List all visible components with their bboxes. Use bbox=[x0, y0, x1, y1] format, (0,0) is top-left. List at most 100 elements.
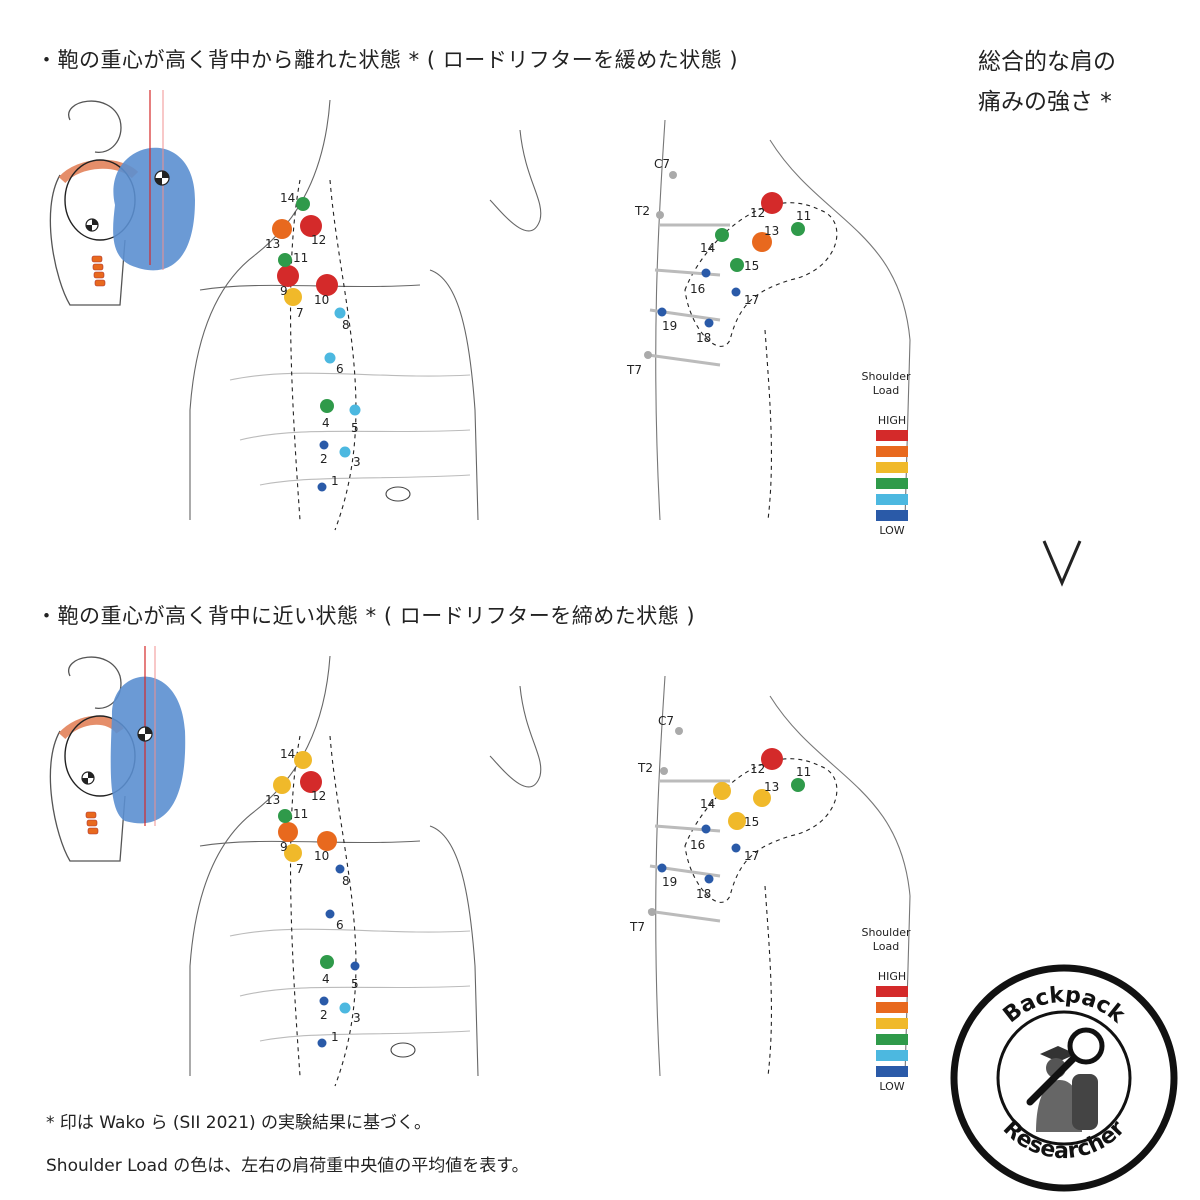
back-torso-illustration bbox=[647, 675, 911, 1077]
front-point-label-13: 13 bbox=[265, 793, 280, 807]
front-point-10 bbox=[316, 274, 338, 296]
back-point-label-11: 11 bbox=[796, 765, 811, 779]
back-point-label-19: 19 bbox=[662, 319, 677, 333]
front-point-4 bbox=[320, 955, 334, 969]
legend-title-2: Load bbox=[873, 940, 899, 953]
back-point-11 bbox=[791, 778, 805, 792]
back-point-19 bbox=[657, 307, 667, 317]
legend-swatch-3 bbox=[876, 462, 908, 473]
front-point-1 bbox=[317, 482, 327, 492]
back-point-label-11: 11 bbox=[796, 209, 811, 223]
front-point-6 bbox=[325, 909, 335, 919]
legend-swatch-6 bbox=[876, 1066, 908, 1077]
front-point-label-8: 8 bbox=[342, 874, 350, 888]
overall-pain-label: 総合的な肩の 痛みの強さ * bbox=[978, 42, 1116, 122]
front-point-8 bbox=[334, 307, 346, 319]
back-point-12 bbox=[761, 748, 783, 770]
front-point-3 bbox=[339, 1002, 351, 1014]
back-point-label-15: 15 bbox=[744, 815, 759, 829]
front-point-label-7: 7 bbox=[296, 306, 304, 320]
legend-swatch-5 bbox=[876, 494, 908, 505]
back-point-16 bbox=[701, 824, 711, 834]
back-point-label-15: 15 bbox=[744, 259, 759, 273]
back-point-label-16: 16 bbox=[690, 838, 705, 852]
front-point-label-10: 10 bbox=[314, 849, 329, 863]
legend-title-1: Shoulder bbox=[862, 926, 911, 939]
back-point-11 bbox=[791, 222, 805, 236]
front-point-label-12: 12 bbox=[311, 789, 326, 803]
back-point-label-12: 12 bbox=[750, 206, 765, 220]
front-point-7 bbox=[284, 844, 302, 862]
vertebra-label-t2: T2 bbox=[637, 761, 653, 775]
front-point-label-9: 9 bbox=[280, 284, 288, 298]
legend-swatch-1 bbox=[876, 986, 908, 997]
front-point-label-9: 9 bbox=[280, 840, 288, 854]
legend-low-label: LOW bbox=[879, 524, 904, 537]
front-point-label-14: 14 bbox=[280, 191, 295, 205]
front-point-label-7: 7 bbox=[296, 862, 304, 876]
front-point-11 bbox=[278, 253, 292, 267]
front-point-14 bbox=[296, 197, 310, 211]
vertebra-markers: C7 T2 T7 bbox=[629, 714, 683, 934]
vertebra-label-c7: C7 bbox=[658, 714, 674, 728]
panel-title-loose: ・鞄の重心が高く背中から離れた状態 * ( ロードリフターを緩めた状態 ) bbox=[36, 48, 739, 72]
front-point-2 bbox=[319, 440, 329, 450]
footnote-source: * 印は Wako ら (SII 2021) の実験結果に基づく。 bbox=[46, 1113, 432, 1133]
front-point-label-3: 3 bbox=[353, 1011, 361, 1025]
back-point-15 bbox=[728, 812, 746, 830]
footnote-color-meaning: Shoulder Load の色は、左右の肩荷重中央値の平均値を表す。 bbox=[46, 1156, 529, 1176]
front-point-label-5: 5 bbox=[351, 421, 359, 435]
back-point-14 bbox=[713, 782, 731, 800]
back-point-label-12: 12 bbox=[750, 762, 765, 776]
back-point-label-18: 18 bbox=[696, 887, 711, 901]
front-point-label-3: 3 bbox=[353, 455, 361, 469]
front-point-label-1: 1 bbox=[331, 1030, 339, 1044]
backpack-researcher-logo: Backpack Researcher bbox=[948, 962, 1180, 1198]
legend-swatch-1 bbox=[876, 430, 908, 441]
front-point-label-2: 2 bbox=[320, 452, 328, 466]
back-point-label-17: 17 bbox=[744, 293, 759, 307]
front-torso-illustration bbox=[189, 99, 542, 531]
back-point-17 bbox=[731, 287, 741, 297]
front-point-label-2: 2 bbox=[320, 1008, 328, 1022]
front-point-label-8: 8 bbox=[342, 318, 350, 332]
back-point-12 bbox=[761, 192, 783, 214]
front-point-label-4: 4 bbox=[322, 416, 330, 430]
vertebra-t2 bbox=[660, 767, 668, 775]
legend-swatch-5 bbox=[876, 1050, 908, 1061]
legend-swatch-2 bbox=[876, 446, 908, 457]
front-point-3 bbox=[339, 446, 351, 458]
vertebra-t7 bbox=[648, 908, 656, 916]
logo-badge-icon: Backpack Researcher bbox=[950, 964, 1178, 1192]
back-point-17 bbox=[731, 843, 741, 853]
front-point-label-13: 13 bbox=[265, 237, 280, 251]
back-point-label-18: 18 bbox=[696, 331, 711, 345]
front-point-7 bbox=[284, 288, 302, 306]
vertebra-t2 bbox=[656, 211, 664, 219]
back-point-13 bbox=[753, 789, 771, 807]
vertebra-label-t7: T7 bbox=[626, 363, 642, 377]
front-point-11 bbox=[278, 809, 292, 823]
front-point-8 bbox=[335, 864, 345, 874]
back-point-18 bbox=[704, 318, 714, 328]
comparison-symbol: ∨ bbox=[1040, 535, 1084, 595]
vertebra-markers: C7 T2 T7 bbox=[626, 157, 677, 377]
legend-title-1: Shoulder bbox=[862, 370, 911, 383]
front-point-1 bbox=[317, 1038, 327, 1048]
legend-swatch-4 bbox=[876, 1034, 908, 1045]
backpack-side-figure bbox=[49, 646, 186, 862]
back-point-label-13: 13 bbox=[764, 224, 779, 238]
back-point-label-19: 19 bbox=[662, 875, 677, 889]
backpack-side-figure bbox=[49, 90, 195, 306]
back-point-16 bbox=[701, 268, 711, 278]
back-point-13 bbox=[752, 232, 772, 252]
front-point-label-6: 6 bbox=[336, 362, 344, 376]
